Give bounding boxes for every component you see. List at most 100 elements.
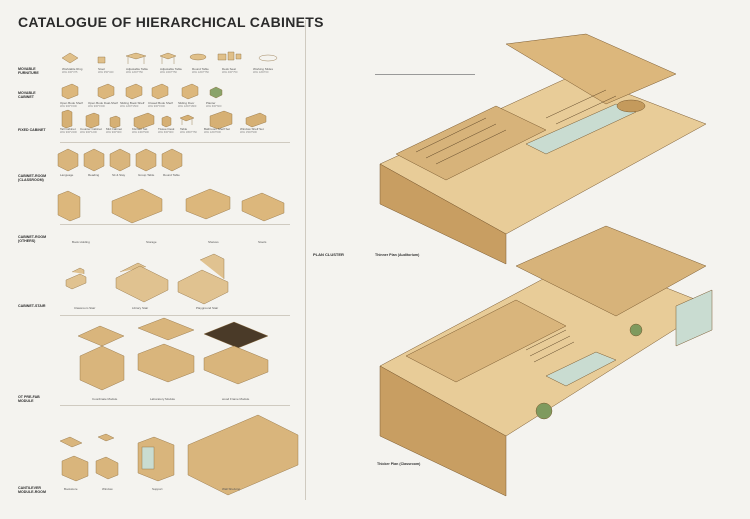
classroom-stair-drawing xyxy=(65,267,87,290)
group-table-room-drawing xyxy=(135,148,157,172)
dimension-text: W/H 900*1500 xyxy=(148,105,165,108)
dimension-text: W/H 2400*900 xyxy=(132,131,149,134)
laboratory-module-drawing xyxy=(137,343,195,383)
plan-cluster-label: PLAN CLUSTER xyxy=(313,252,344,257)
sit-stay-room-drawing xyxy=(109,148,131,172)
open-book-dual-shelf-drawing xyxy=(97,83,115,100)
caption: Playground Stair xyxy=(196,306,219,310)
thicker-plan-tree xyxy=(535,402,553,420)
thicker-plan-upper-rooms xyxy=(515,225,707,317)
window-shelf-set-drawing xyxy=(245,112,267,128)
window-module-drawing xyxy=(95,456,119,480)
caption: Closed Book Shelf xyxy=(148,101,173,105)
thinner-plan-auditorium-block xyxy=(395,105,547,181)
thinner-plan-seating xyxy=(415,89,617,165)
caption: Round Table xyxy=(163,173,180,177)
vertical-divider xyxy=(305,20,306,500)
section-divider xyxy=(60,142,290,143)
tissue-desk-drawing xyxy=(161,115,172,128)
thinner-plan-tall-block xyxy=(505,33,677,105)
support-glass-drawing xyxy=(141,446,155,470)
coordinate-module-roof-drawing xyxy=(77,325,125,347)
coordinate-module-drawing xyxy=(79,345,125,391)
dimension-text: W/H 400*750 xyxy=(222,71,238,74)
wall-shelving-module-drawing xyxy=(187,414,299,496)
section-divider xyxy=(60,315,290,316)
section-label-cantilever-module-room: CANTILEVER MODULE-ROOM xyxy=(18,486,46,495)
dimension-text: W/H 900*1500 xyxy=(88,105,105,108)
caption: Tissue Desk xyxy=(158,127,175,131)
caption: Open Book Shelf xyxy=(60,101,83,105)
dimension-text: W/H 600*600 xyxy=(206,105,222,108)
caption: Classroom Stair xyxy=(74,306,96,310)
caption: Book Holding xyxy=(72,240,90,244)
caption: Table xyxy=(180,127,188,131)
thicker-plan-drawing xyxy=(379,225,713,497)
thicker-plan-caption: Thicker Plan (Classroom) xyxy=(377,462,421,466)
prefab-module-drawings xyxy=(77,317,269,391)
caption: Bathroom Shelf Set xyxy=(204,127,231,131)
caption: Counter Cabinet xyxy=(80,127,102,131)
thicker-plan-glass-side xyxy=(675,289,713,347)
caption: Window Shelf Set xyxy=(240,127,264,131)
storage-room-drawing xyxy=(111,188,163,224)
thicker-plan-shelving xyxy=(525,329,575,363)
wood-frame-module-drawing xyxy=(203,345,269,385)
desk-seat-drawing xyxy=(217,51,242,61)
caption: Worktable Ring xyxy=(62,67,83,71)
closed-book-shelf-drawing xyxy=(151,83,169,100)
caption: Round Table xyxy=(192,67,209,71)
language-room-drawing xyxy=(57,148,79,172)
cabinet-room-classroom-drawings xyxy=(57,148,183,172)
caption: Adjustable Table xyxy=(126,67,148,71)
caption: Stool xyxy=(98,67,105,71)
section-label-movable-cabinet: MOVABLE CABINET xyxy=(18,91,36,100)
dimension-text: W/H 1000*750 xyxy=(160,71,177,74)
caption: Laboratory Module xyxy=(150,397,176,401)
caption: wood Frame Module xyxy=(222,397,250,401)
library-stair-drawing xyxy=(115,262,169,303)
dimension-text: W/H 1200*1800 xyxy=(178,105,197,108)
thinner-plan-drawing xyxy=(379,33,707,265)
dimension-text: W/H 1800*750 xyxy=(180,131,197,134)
section-label-ot-pre-fab-module: OT PRE-FAB MODULE xyxy=(18,395,40,404)
mid-cabinet-drawing xyxy=(109,115,121,129)
thicker-plan-outer-wall xyxy=(379,365,507,497)
cabinet-room-others-drawings xyxy=(57,188,285,224)
caption: Sliding Door xyxy=(178,101,195,105)
table-drawing xyxy=(179,114,195,125)
caption: Sliding Book Shelf xyxy=(120,101,145,105)
dimension-text: W/H 900*900 xyxy=(106,131,122,134)
dimension-text: W/H 400*375 xyxy=(62,71,78,74)
section-label-cabinet-room-others: CABINET-ROOM (OTHERS) xyxy=(18,235,47,244)
thinner-plan-caption: Thinner Plan (Auditorium) xyxy=(375,253,420,257)
shelves-room-drawing xyxy=(185,188,231,220)
dimension-text: W/H 1200*750 xyxy=(126,71,143,74)
book-holding-room-drawing xyxy=(57,190,81,222)
round-table-room-drawing xyxy=(161,148,183,172)
caption: Reading xyxy=(88,173,100,177)
wood-frame-module-roof-drawing xyxy=(203,321,269,349)
caption: Open Book Dual-Shelf xyxy=(88,101,118,105)
dimension-text: W/H 900*2400 xyxy=(60,131,77,134)
kitchen-set-drawing xyxy=(133,112,155,130)
section-label-cabinet-room-classroom: CABINET-ROOM (CLASSROOM) xyxy=(18,174,47,183)
reading-room-drawing xyxy=(83,148,105,172)
caption: Tall Cabinet xyxy=(60,127,76,131)
caption: Shelves xyxy=(208,240,219,244)
worktable-ring-drawing xyxy=(61,52,79,64)
caption: Mid Cabinet xyxy=(106,127,123,131)
dimension-text: W/H 1500*900 xyxy=(240,131,257,134)
open-book-shelf-drawing xyxy=(61,83,79,100)
stools-room-drawing xyxy=(241,192,285,222)
caption: Group Table xyxy=(138,173,155,177)
tall-cabinet-drawing xyxy=(61,109,73,129)
caption: Desk Seat xyxy=(222,67,236,71)
cabinet-stair-drawings xyxy=(65,253,229,305)
dimension-text: W/H 1200*20 xyxy=(253,71,269,74)
plan-leader-line xyxy=(375,74,475,75)
section-label-fixed-cabinet: FIXED CABINET xyxy=(18,128,46,132)
section-label-movable-furniture: MOVABLE FURNITURE xyxy=(18,67,39,76)
section-label-cabinet-stair: CABINET-STAIR xyxy=(18,304,46,308)
dimension-text: W/H 600*900 xyxy=(158,131,174,134)
